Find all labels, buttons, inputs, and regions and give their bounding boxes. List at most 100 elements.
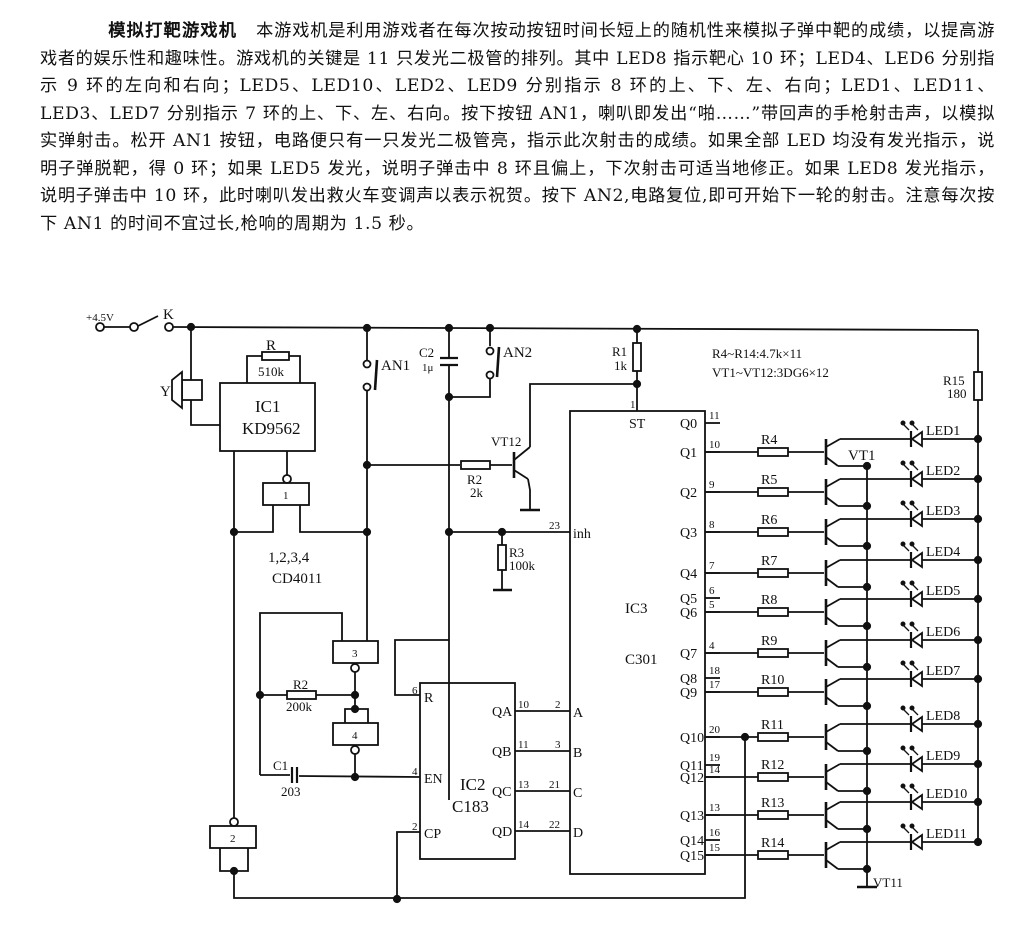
ic3-output-q2: Q2 [680,486,697,501]
svg-text:1k: 1k [614,358,628,373]
led-label: LED11 [926,827,967,842]
svg-text:R1: R1 [612,344,627,359]
ic3: IC3 C301 [569,410,706,875]
article-title: 模拟打靶游戏机 [108,21,238,41]
resistor-label: R14 [761,836,784,851]
led-label: LED6 [926,625,960,640]
ic3-pin-q2: 9 [709,479,715,491]
resistor-r2-base [460,460,491,470]
svg-text:IC2: IC2 [460,775,486,794]
led-label: LED7 [926,664,960,679]
led-icon [910,510,923,528]
svg-text:13: 13 [518,779,530,791]
resistor-r12 [757,772,789,782]
resistor-r14 [757,850,789,860]
resistor-label: R13 [761,796,784,811]
svg-text:C183: C183 [452,797,489,816]
ic3-pin-q15: 15 [709,842,721,854]
ic3-output-q10: Q10 [680,731,704,746]
svg-text:R: R [266,338,276,354]
channel-9: R12 LED9 [705,745,983,796]
voltage-label: +4.5V [86,312,114,324]
ic3-output-q8: Q8 [680,672,697,687]
svg-text:10: 10 [518,699,530,711]
led-label: LED10 [926,787,967,802]
svg-text:3: 3 [555,739,561,751]
ic3-output-q9: Q9 [680,686,697,701]
svg-text:QB: QB [492,745,511,760]
resistor-label: R7 [761,554,777,569]
channel-7: R10 LED7 [705,660,983,711]
svg-text:AN1: AN1 [381,358,410,374]
ic1: IC1 KD9562 [219,382,316,452]
svg-text:11: 11 [518,739,529,751]
resistor-r7 [757,568,789,578]
svg-text:CP: CP [424,827,441,842]
resistor-label: R5 [761,473,777,488]
channel-11: R14 LED11 [705,823,983,874]
resistor-label: R6 [761,513,777,528]
svg-text:14: 14 [518,819,530,831]
ic3-pin-q4: 7 [709,560,715,572]
resistor-r15 [973,371,983,401]
ic3-output-q1: Q1 [680,446,697,461]
ic3-output-q6: Q6 [680,606,697,621]
resistor-label: R12 [761,758,784,773]
button-an2[interactable] [495,346,501,378]
svg-text:2: 2 [555,699,561,711]
resistor-r1 [632,342,642,372]
resistor-r5 [757,487,789,497]
button-an1[interactable] [373,359,379,391]
svg-text:1: 1 [630,399,636,411]
nand-gate-3: 3 [332,640,379,664]
svg-text:180: 180 [947,386,967,401]
ic3-pin-q1: 10 [709,439,721,451]
channel-8: R11 LED8 [705,705,983,756]
led-label: LED4 [926,545,960,560]
led-icon [910,833,923,851]
gates-label-b: CD4011 [272,571,322,587]
ic3-output-q4: Q4 [680,567,697,582]
gates-label-a: 1,2,3,4 [268,550,310,566]
notes-line2: VT1~VT12:3DG6×12 [712,365,829,380]
resistor-r3 [497,544,507,571]
power-input: +4.5V K [86,307,174,332]
svg-text:200k: 200k [286,699,313,714]
svg-text:A: A [573,706,584,721]
resistor-r6 [757,527,789,537]
ic3-output-q12: Q12 [680,771,704,786]
resistor-label: R10 [761,673,784,688]
ic3-output-q13: Q13 [680,809,704,824]
led-label: LED8 [926,709,960,724]
svg-text:4: 4 [412,766,418,778]
led-icon [910,631,923,649]
article-body: 本游戏机是利用游戏者在每次按动按钮时间长短上的随机性来模拟子弹中靶的成绩，以提高… [40,21,995,234]
ic3-output-q7: Q7 [680,647,697,662]
svg-text:AN2: AN2 [503,345,532,361]
led-icon [910,470,923,488]
channel-10: R13 LED10 [705,783,983,834]
channel-3: R6 LED3 [705,500,983,551]
ic3-pin-q7: 4 [709,640,715,652]
speaker [171,370,203,410]
ic2: IC2 C183 [419,682,516,860]
svg-text:C1: C1 [273,758,288,773]
svg-text:4: 4 [352,730,358,742]
svg-text:inh: inh [573,527,591,542]
led-label: LED9 [926,749,960,764]
resistor-label: R9 [761,634,777,649]
svg-text:C: C [573,786,582,801]
led-label: LED3 [926,504,960,519]
svg-text:2: 2 [412,821,418,833]
ic3-output-q15: Q15 [680,849,704,864]
ic3-output-q0: Q0 [680,417,697,432]
resistor-label: R11 [761,718,784,733]
svg-text:C2: C2 [419,345,434,360]
speaker-label: Y [160,384,171,400]
led-icon [910,590,923,608]
switch-label: K [163,307,174,323]
resistor-r11 [757,732,789,742]
ic3-pin-q12: 14 [709,764,721,776]
led-icon [910,755,923,773]
ic3-pin-q0: 11 [709,410,720,422]
